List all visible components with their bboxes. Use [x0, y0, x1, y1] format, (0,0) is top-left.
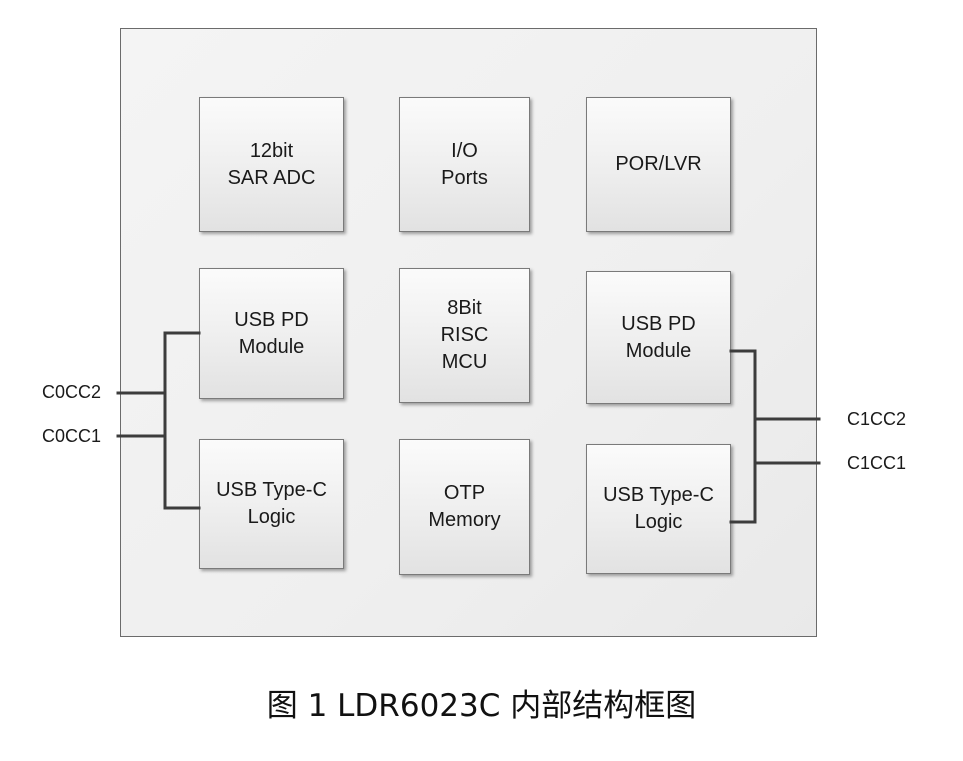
pin-label-c1cc2: C1CC2 — [847, 409, 907, 429]
block-label: USB Type-C — [603, 484, 714, 506]
block-label: USB PD — [234, 308, 309, 331]
block-label: USB PD — [621, 312, 696, 335]
block-label: 12bit — [249, 139, 294, 162]
block-risc-mcu: 8Bit RISC MCU — [399, 268, 530, 403]
block-label: OTP — [443, 482, 486, 504]
block-label: Ports — [441, 166, 488, 189]
block-io-ports: I/O Ports — [399, 97, 530, 232]
block-label: RISC — [440, 324, 489, 346]
block-usb-pd-module-left: USB PD Module — [199, 268, 344, 399]
block-label: USB Type-C — [216, 479, 327, 501]
block-label: Module — [625, 339, 692, 362]
block-label: Logic — [247, 506, 296, 528]
block-label: Module — [238, 335, 305, 358]
figure-caption: 图 1 LDR6023C 内部结构框图 — [266, 688, 697, 724]
block-label: Memory — [428, 509, 501, 531]
pin-label-c1cc1: C1CC1 — [847, 453, 907, 473]
block-sar-adc: 12bit SAR ADC — [199, 97, 344, 232]
block-usb-pd-module-right: USB PD Module — [586, 271, 731, 404]
pin-label-c0cc1: C0CC1 — [42, 426, 102, 446]
block-label: MCU — [441, 351, 488, 373]
block-label: I/O — [451, 139, 478, 162]
block-label: POR/LVR — [615, 153, 702, 175]
block-label: SAR ADC — [227, 166, 316, 189]
block-usb-type-c-logic-left: USB Type-C Logic — [199, 439, 344, 569]
block-label: 8Bit — [447, 297, 482, 319]
block-por-lvr: POR/LVR — [586, 97, 731, 232]
pin-label-c0cc2: C0CC2 — [42, 382, 102, 402]
block-otp-memory: OTP Memory — [399, 439, 530, 575]
block-usb-type-c-logic-right: USB Type-C Logic — [586, 444, 731, 574]
block-label: Logic — [634, 511, 683, 533]
